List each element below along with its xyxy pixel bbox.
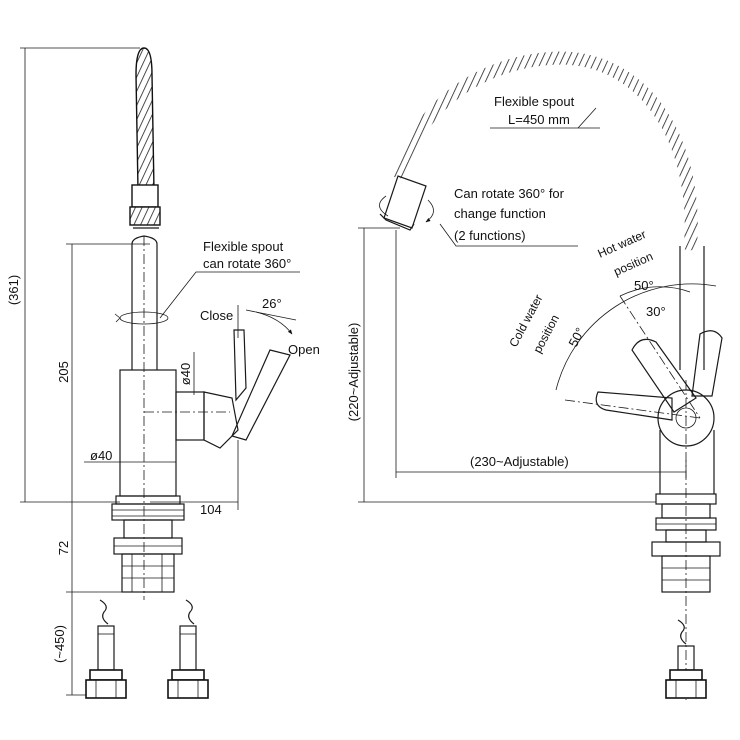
left-side-view [20, 47, 300, 699]
left-dimension-lines [20, 47, 239, 696]
dim-body-height: 205 [56, 361, 71, 383]
left-flexible-hose [129, 47, 161, 229]
right-leaders [439, 107, 600, 247]
left-faucet-base [111, 495, 185, 593]
right-side-view [358, 51, 723, 700]
right-faucet-body [555, 246, 723, 700]
label-rotate-line2: change function [454, 206, 546, 221]
right-faucet-base [651, 493, 721, 699]
dim-base-height: 72 [56, 541, 71, 555]
label-spout-length: L=450 mm [508, 112, 570, 127]
right-arched-hose [379, 51, 698, 251]
dim-total-height: (361) [6, 275, 21, 305]
dim-height-adjustable: (220~Adjustable) [346, 323, 361, 422]
label-flexible-spout: Flexible spout [203, 239, 284, 254]
dim-hose-length: (~450) [52, 625, 67, 663]
label-close: Close [200, 308, 233, 323]
label-rotate-line1: Can rotate 360° for [454, 186, 565, 201]
left-supply-hoses [85, 599, 209, 699]
label-rotate-line3: (2 functions) [454, 228, 526, 243]
dim-reach: 104 [200, 502, 222, 517]
angle-hot: 50° [634, 278, 654, 293]
dim-reach-adjustable: (230~Adjustable) [470, 454, 569, 469]
angle-cold: 50° [565, 325, 587, 349]
dim-lever-angle: 26° [262, 296, 282, 311]
dim-base-diameter: ø40 [90, 448, 112, 463]
label-open: Open [288, 342, 320, 357]
left-spout-tube [114, 235, 169, 370]
dim-body-diameter: ø40 [178, 363, 193, 385]
label-can-rotate: can rotate 360° [203, 256, 291, 271]
label-spout-name: Flexible spout [494, 94, 575, 109]
label-cold-position: position [530, 312, 562, 355]
left-faucet-body [119, 236, 297, 600]
label-hot-position: position [612, 249, 655, 279]
left-flexible-leader [159, 271, 300, 319]
angle-mid: 30° [646, 304, 666, 319]
right-dimension-lines [358, 227, 687, 503]
